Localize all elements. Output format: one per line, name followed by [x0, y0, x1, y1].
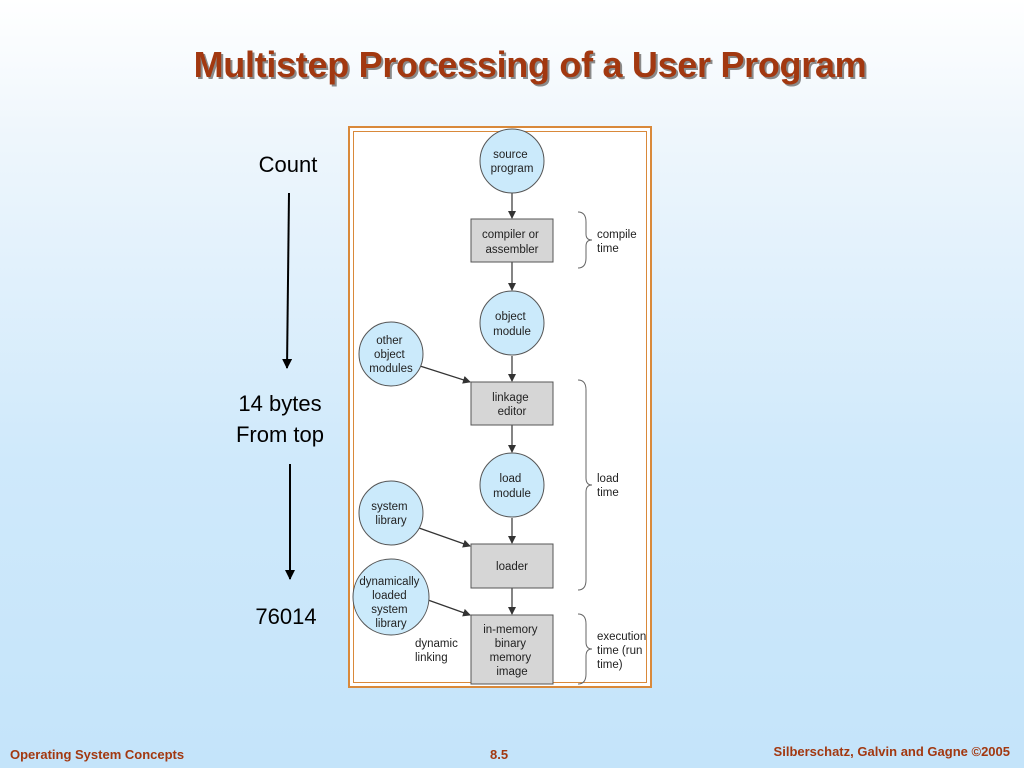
label-other-object-modules: other object modules: [369, 335, 413, 375]
label-execution-time: execution time (run time): [597, 631, 649, 671]
offset-line-1: 14 bytes: [238, 391, 322, 416]
node-system-library: [358, 480, 424, 546]
offset-line-2: From top: [235, 422, 325, 447]
node-other-object-modules: [358, 321, 424, 387]
node-source-program: [479, 128, 545, 194]
footer-left: Operating System Concepts: [10, 747, 185, 762]
node-load-module: [479, 452, 545, 518]
count-label: Count: [258, 152, 318, 177]
label-compiler: compiler or assembler: [482, 229, 542, 256]
label-dynamic-linking: dynamic linking: [415, 638, 461, 664]
brace-load-time: [577, 379, 593, 591]
node-dynamic-library: [352, 558, 430, 636]
node-linkage-editor: [470, 381, 554, 426]
label-in-memory-image: in-memory binary memory image: [483, 624, 541, 678]
label-compile-time: compile time: [597, 229, 640, 255]
label-loader: loader: [496, 561, 528, 573]
label-load-module: load module: [493, 473, 531, 500]
label-dynamic-library: dynamically loaded system library: [359, 576, 422, 630]
label-load-time: load time: [597, 473, 622, 499]
slide-title: Multistep Processing of a User Program: [193, 44, 867, 85]
label-object-module: object module: [493, 311, 531, 338]
node-in-memory-image: [470, 614, 554, 685]
footer-page-number: 8.5: [490, 747, 509, 762]
edge-syslib-loader: [418, 527, 471, 548]
label-source-program: source program: [491, 149, 534, 175]
edge-other-linkage: [419, 365, 471, 384]
offset-label: 14 bytes From top: [226, 388, 334, 450]
brace-compile-time: [577, 211, 593, 269]
footer-right: Silberschatz, Galvin and Gagne ©2005: [773, 744, 1010, 759]
node-compiler: [470, 218, 554, 263]
label-system-library: system library: [371, 501, 411, 527]
edge-dynlib-memory: [427, 599, 471, 617]
node-loader: [470, 543, 554, 589]
label-linkage-editor: linkage editor: [492, 392, 532, 418]
node-object-module: [479, 290, 545, 356]
brace-execution-time: [577, 613, 593, 685]
value-label: 76014: [255, 604, 317, 629]
